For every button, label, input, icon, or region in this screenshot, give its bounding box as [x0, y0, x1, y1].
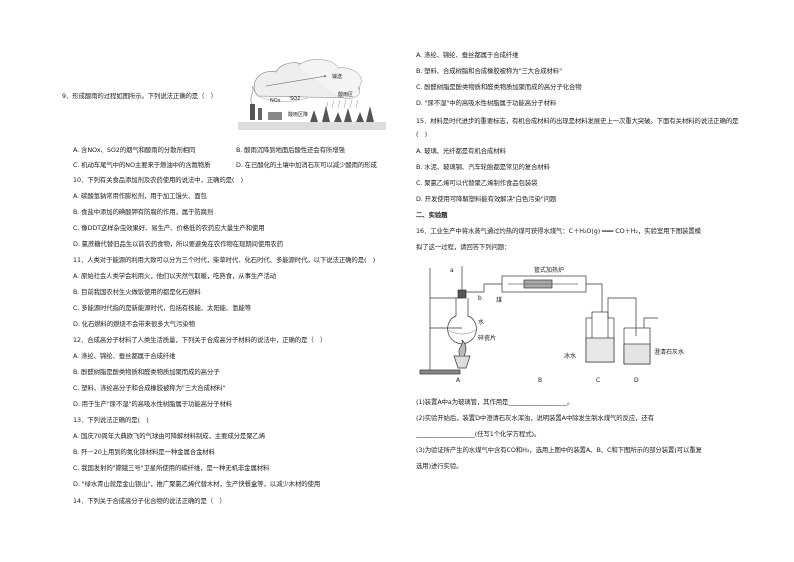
q14-stem: 14．下列关于合成高分子化合物的说法正确的是（ ）: [73, 497, 226, 505]
fig-label-b: b: [478, 295, 482, 302]
q10-option-b: B. 食盐中添加的碘酸钾有防腐的作用，属于防腐剂: [73, 208, 214, 216]
q15-option-c: C. 聚氯乙烯可以代替聚乙烯制作食品包装袋: [416, 179, 538, 187]
q12-option-b: B. 酚醛树脂是酚类物质和醛类物质加聚而成的高分子: [73, 368, 220, 376]
q13-stem: 13．下列说法正确的是( ): [73, 416, 149, 424]
q13-option-d: D. "绿水青山就是金山银山"，推广聚氯乙烯代替木材，生产快餐盒等，以减少木材的…: [73, 480, 321, 488]
q10-option-c: C. 像DDT这样杂虫效果好、易生产、价格低的农药应大量生产和使用: [73, 224, 265, 232]
fig-label-acid-fall: 酸雨区降: [288, 111, 308, 118]
q11-option-a: A. 原始社会人类学会利用火，他们以天然气取暖，吃熟食，从事生产活动: [73, 272, 277, 280]
acid-rain-figure: NOx SO2 输送 酸雨区 酸雨区降: [238, 59, 386, 130]
q9-option-c: C. 机动车尾气中的NO主要来于燃油中的含氮物质: [73, 161, 211, 169]
fig-label-a: a: [450, 267, 454, 274]
q11-stem: 11．人类对于能源的利用大致可以分为三个时代，柴草时代、化石时代、多能源时代。以…: [73, 256, 376, 264]
q11-option-b: B. 目前我国农村生火做饭使用的都是化石燃料: [73, 288, 201, 296]
q9-option-d: D. 在已酸化的土壤中加消石灰可以减少酸雨的形成: [236, 161, 377, 169]
q14-option-b: B. 塑料、合成树脂和合成橡胶被称为"三大合成材料": [416, 67, 562, 75]
q12-option-a: A. 涤纶、锦纶、蚕丝都属于合成纤维: [73, 352, 176, 360]
fig-label-nox: NOx: [270, 98, 281, 104]
fig-label-ice: 冰水: [564, 352, 576, 360]
q16-sub3: (3)为验证所产生的水煤气中含有CO和H₂，选用上图中的装置A、B、C和下图所示…: [416, 446, 702, 454]
q11-option-d: D. 化石燃料的燃烧不会带来很多大气污染物: [73, 320, 195, 328]
q10-option-a: A. 碳酸氢钠常用作膨松剂，用于加工馒头、面包: [73, 192, 207, 200]
fig-label-acid-zone: 酸雨区: [338, 91, 353, 98]
q14-option-d: D. "尿不湿"中的高吸水性树脂属于功能高分子材料: [416, 99, 557, 107]
fig-label-tube: 管式加热炉: [534, 266, 564, 274]
q12-option-d: D. 用于生产"尿不湿"的高吸水性树脂属于功能高分子材料: [73, 400, 233, 408]
fig-label-B: B: [538, 377, 542, 384]
q10-option-d: D. 氯蔗糖代替旧品生以前农药食物，所以要避免在农作物在现期间使用农药: [73, 240, 283, 248]
q12-stem: 12．合成高分子材料了人类生活质量，下列关于合成高分子材料的说法中，正确的是（ …: [73, 336, 327, 344]
q13-option-c: C. 我国发射的"嫦娥三号"卫星所使用的碳纤维，是一种无机非金属材料: [73, 464, 270, 472]
fig-label-chips: 碎瓷片: [478, 334, 496, 342]
q15-option-d: D. 开发使用可降解塑料能有效解决"白色污染"问题: [416, 195, 557, 203]
q16-sub3b: 选用)进行实验。: [416, 462, 463, 470]
q15-option-b: B. 水泥、玻璃钢、汽车轮胎都是常见的复合材料: [416, 163, 550, 171]
q13-option-b: B. 歼－20上用到的氮化镓材料是一种金属合金材料: [73, 448, 215, 456]
q16-sub2: (2)实验开始后，装置D中澄清石灰水浑浊，说明装置A中除发生制水煤气的反应，还有: [416, 414, 655, 422]
q15-option-a: A. 玻璃、光纤都是有机合成材料: [416, 147, 506, 155]
fig-label-D: D: [634, 377, 639, 384]
q13-option-a: A. 国庆70周年大典欧飞的气球由可降解材料制成，主要成分是聚乙烯: [73, 432, 266, 440]
q9-option-a: A. 含NOx、SO2的烟气和酸雨的分散剂相同: [73, 146, 196, 154]
fig-label-coal: 煤: [496, 296, 502, 304]
q10-stem: 10．下列有关食品添加剂及农药使用的说法中，正确的是( ): [73, 176, 243, 184]
q9-stem: 9．形成酸雨的过程如图所示。下列说法正确的是（ ）: [62, 92, 217, 100]
fig-label-C: C: [596, 377, 600, 384]
q15-stem: 15．材料是时代进步的重要标志，有机合成材料的出现是材料发展史上一次重大突破。下…: [416, 117, 739, 138]
q16-stem-line2: 拟了这一过程，请回答下列问题：: [416, 243, 511, 251]
section-heading: 二、实验题: [416, 211, 448, 219]
fig-label-transport: 输送: [332, 73, 342, 80]
q16-sub2b: ___________________(任写1个化学方程式)。: [416, 430, 541, 438]
q16-stem-line1: 16．工业生产中将水蒸气通过灼热的煤可获得水煤气：C＋H₂O(g) ═══ CO…: [416, 227, 701, 235]
apparatus-figure: 管式加热炉 煤 a b 水 碎瓷片 冰水 澄清石灰水 A B C D: [419, 266, 684, 384]
q11-option-c: C. 多能源时代指的是新能源时代，包括有核能、太阳能、氢能等: [73, 304, 252, 312]
q9-option-b: B. 酸雨沉降到地面后酸性还会有所增强: [236, 146, 345, 154]
q12-option-c: C. 塑料、涤纶高分子和合成橡胶被称为"三大合成材料": [73, 384, 226, 392]
q14-option-c: C. 酚醛树脂是酚类物质和醛类物质加聚而成的高分子化合物: [416, 83, 582, 91]
fig-label-A: A: [456, 377, 461, 384]
fig-label-water: 水: [478, 318, 484, 326]
fig-label-lime: 澄清石灰水: [654, 348, 684, 356]
q14-option-a: A. 涤纶、锦纶、蚕丝都属于合成纤维: [416, 51, 519, 59]
fig-label-so2: SO2: [290, 96, 300, 102]
q16-sub1: (1)装置A中a为玻璃管，其作用是___________________。: [416, 398, 574, 406]
